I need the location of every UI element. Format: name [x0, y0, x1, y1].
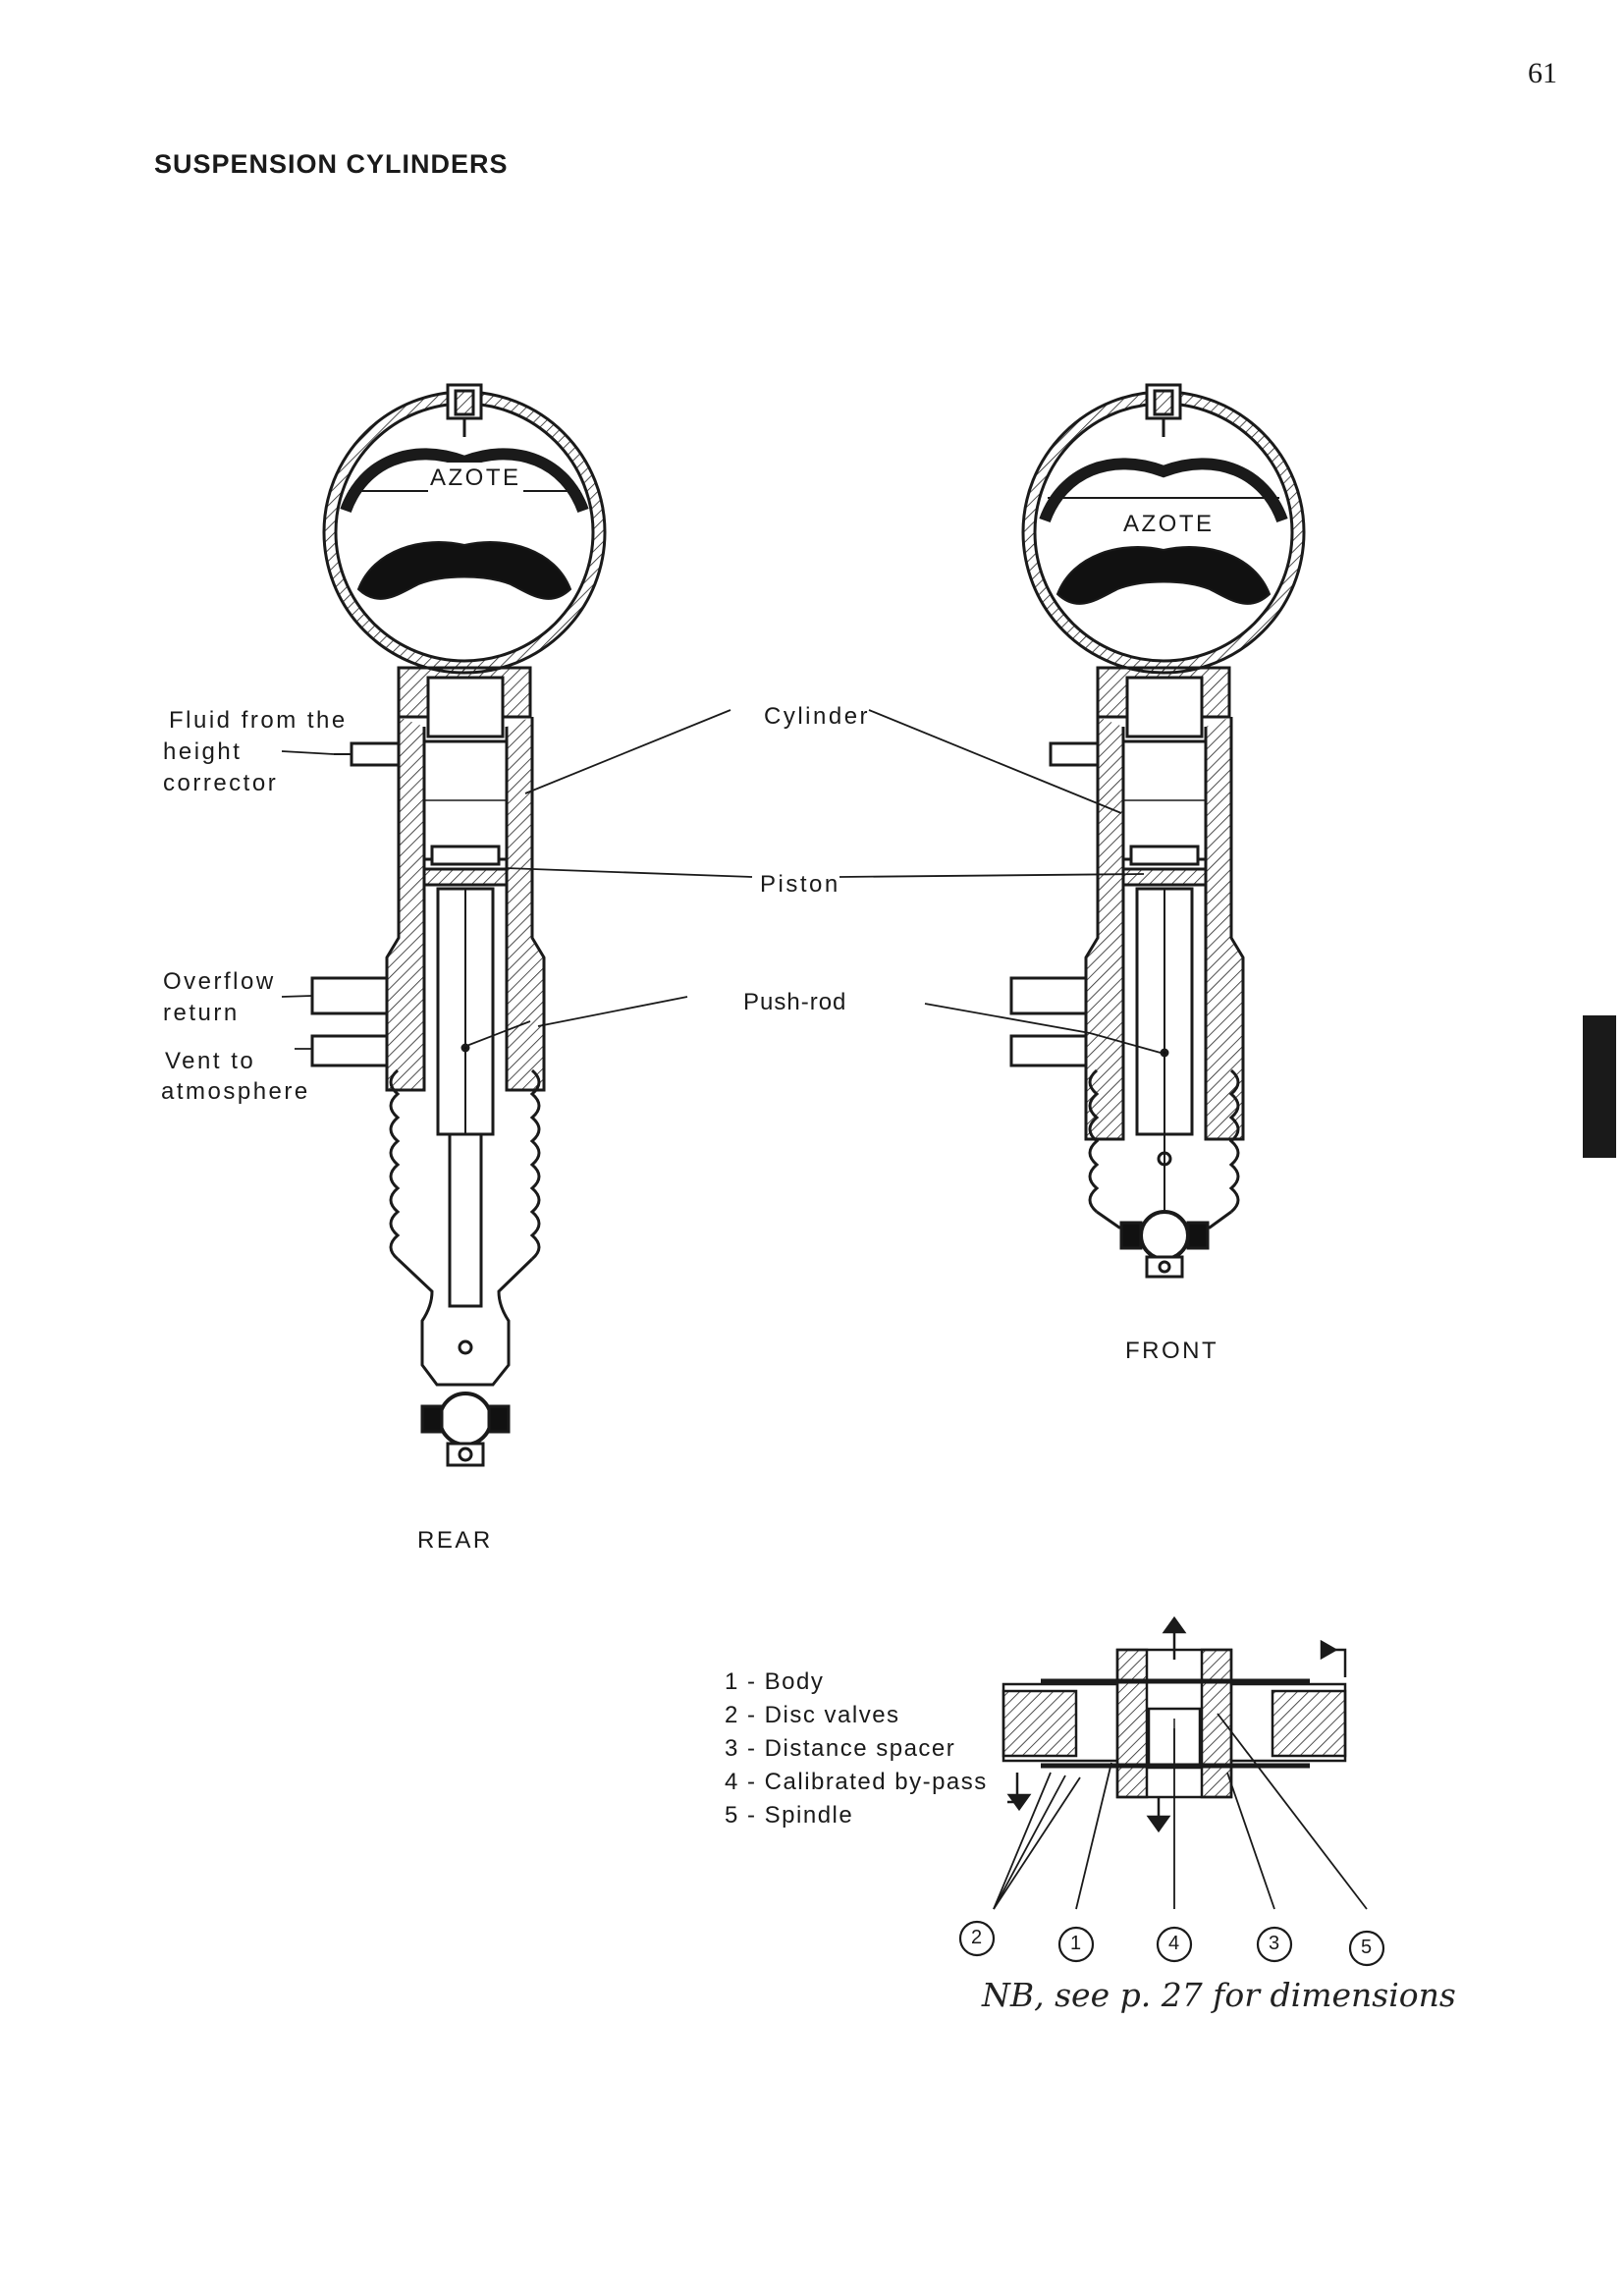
legend-item: 4 - Calibrated by-pass	[725, 1769, 988, 1795]
vent-label-line1: Vent to	[165, 1048, 256, 1074]
thumb-index-tab	[1583, 1015, 1616, 1158]
rear-suspension-cylinder	[310, 383, 607, 1467]
callout-2: 2	[971, 1927, 983, 1948]
piston-label: Piston	[760, 871, 840, 898]
fluid-label-line1: Fluid from the	[169, 707, 348, 734]
overflow-label-line2: return	[163, 1000, 240, 1026]
fluid-label-line2: height	[163, 738, 243, 765]
callout-3: 3	[1269, 1933, 1280, 1954]
page-number: 61	[1528, 57, 1557, 89]
callout-5: 5	[1361, 1937, 1373, 1958]
rear-label: REAR	[417, 1527, 493, 1554]
overflow-label-line1: Overflow	[163, 968, 276, 995]
legend-item: 1 - Body	[725, 1668, 825, 1695]
leader-lines	[281, 709, 1162, 1054]
legend-item: 2 - Disc valves	[725, 1702, 900, 1728]
azote-label-rear: AZOTE	[428, 463, 523, 493]
azote-label-front: AZOTE	[1121, 509, 1217, 539]
vent-label-line2: atmosphere	[161, 1078, 310, 1105]
cylinder-label: Cylinder	[764, 703, 871, 730]
fluid-label-line3: corrector	[163, 770, 279, 796]
damper-valve-detail	[958, 1615, 1385, 1967]
valve-parts-legend: 1 - Body 2 - Disc valves 3 - Distance sp…	[725, 1666, 988, 1832]
push-rod-label: Push-rod	[743, 989, 847, 1015]
legend-item: 3 - Distance spacer	[725, 1735, 956, 1762]
front-label: FRONT	[1125, 1338, 1219, 1364]
callout-4: 4	[1168, 1933, 1180, 1954]
callout-1: 1	[1070, 1933, 1082, 1954]
handwritten-note: NB, see p. 27 for dimensions	[982, 1976, 1456, 2014]
legend-item: 5 - Spindle	[725, 1802, 854, 1829]
page-title: SUSPENSION CYLINDERS	[154, 149, 509, 179]
